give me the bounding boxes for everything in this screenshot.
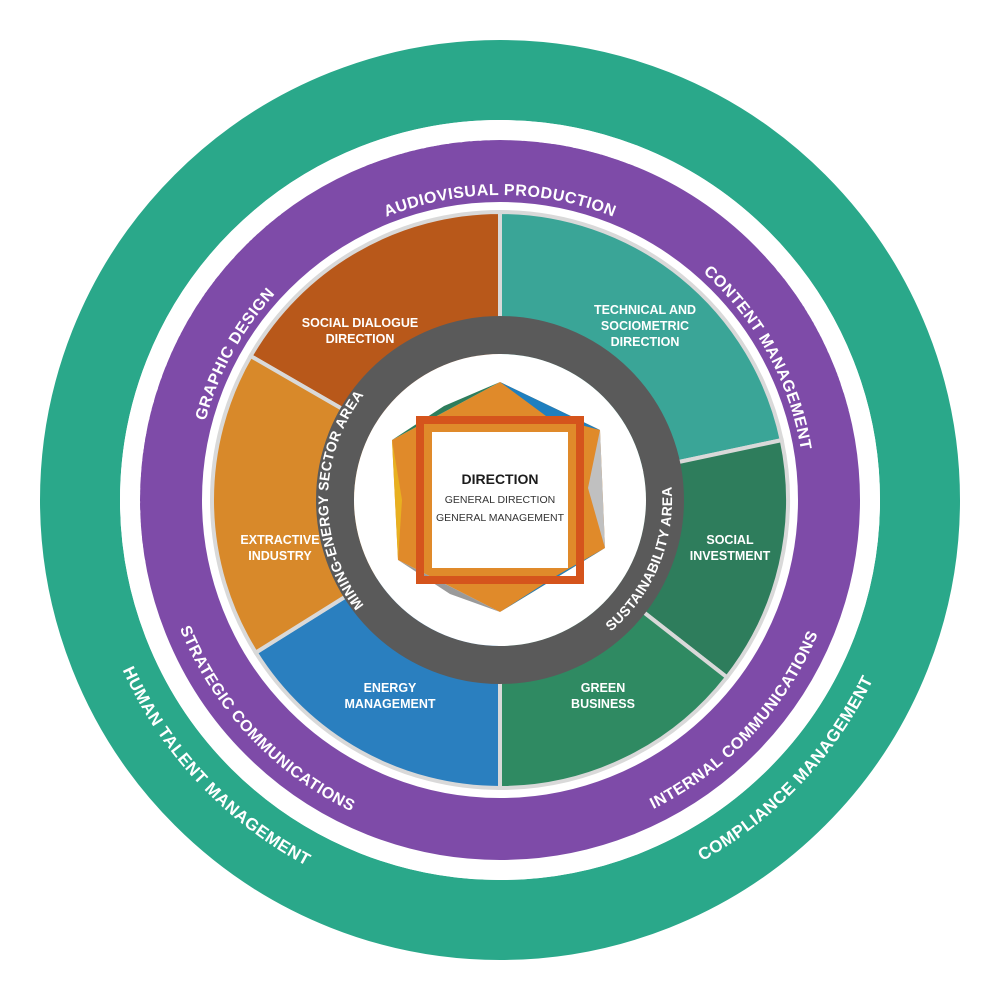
center-line-2: GENERAL MANAGEMENT — [436, 512, 565, 524]
segment-label-line: TECHNICAL AND — [594, 303, 696, 317]
segment-label-extractive: EXTRACTIVE INDUSTRY — [240, 533, 319, 563]
segment-labels: SOCIAL DIALOGUE DIRECTION TECHNICAL AND SOC… — [240, 303, 770, 711]
segment-label-green-business: GREEN BUSINESS — [571, 681, 635, 711]
segment-label-energy: ENERGY MANAGEMENT — [345, 681, 436, 711]
segment-label-line: DIRECTION — [326, 332, 395, 346]
segment-label-line: MANAGEMENT — [345, 697, 436, 711]
segment-label-line: BUSINESS — [571, 697, 635, 711]
outer-ring-gap — [120, 120, 880, 880]
segment-label-technical: TECHNICAL AND SOCIOMETRIC DIRECTION — [594, 303, 696, 349]
area-band — [316, 316, 684, 684]
middle-ring-gap — [202, 202, 798, 798]
segment-label-line: INDUSTRY — [248, 549, 312, 563]
segment-label-line: EXTRACTIVE — [240, 533, 319, 547]
segment-label-line: SOCIOMETRIC — [601, 319, 689, 333]
center-title: DIRECTION — [462, 471, 539, 487]
direction-logo — [392, 382, 605, 612]
segment-label-line: GREEN — [581, 681, 625, 695]
middle-ring — [140, 140, 860, 860]
segment-label-line: ENERGY — [364, 681, 417, 695]
center-line-1: GENERAL DIRECTION — [445, 494, 555, 506]
segment-label-social-investment: SOCIAL INVESTMENT — [690, 533, 771, 563]
segment-label-social-dialogue: SOCIAL DIALOGUE DIRECTION — [302, 316, 418, 346]
outer-ring — [40, 40, 960, 960]
segment-label-line: INVESTMENT — [690, 549, 771, 563]
segment-label-line: SOCIAL — [706, 533, 754, 547]
segment-label-line: DIRECTION — [611, 335, 680, 349]
segment-label-line: SOCIAL DIALOGUE — [302, 316, 418, 330]
